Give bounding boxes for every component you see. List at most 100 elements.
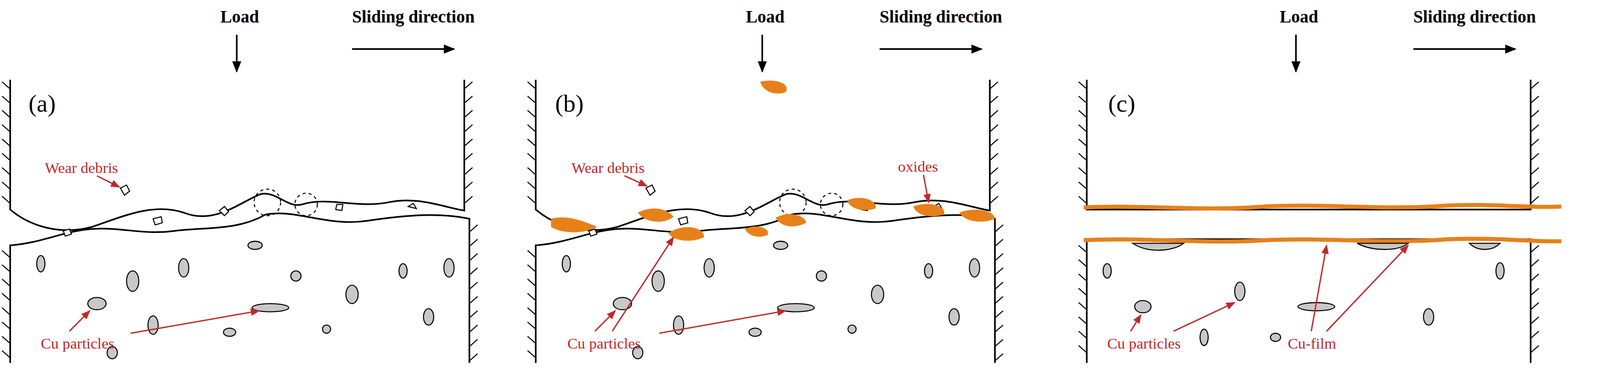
hatch-stroke: [2, 81, 11, 89]
hatch-stroke: [989, 181, 999, 189]
panel-b-bodies: [535, 79, 995, 363]
hatch-stroke: [989, 153, 999, 161]
callout-label: oxides: [897, 158, 938, 175]
hatch-stroke: [527, 96, 536, 104]
arrow-label: Sliding direction: [1413, 8, 1536, 28]
hatch-stroke: [994, 224, 1004, 232]
hatch-stroke: [989, 138, 999, 146]
callout-label: Cu particles: [567, 334, 641, 352]
hatch-stroke: [2, 138, 11, 146]
hatch-stroke: [469, 253, 478, 261]
hatch-stroke: [989, 124, 999, 132]
hatch-stroke: [2, 110, 11, 118]
hatch-stroke: [464, 196, 473, 204]
arrow-label: Sliding direction: [879, 8, 1003, 28]
hatch-stroke: [527, 307, 536, 315]
oxide-patches: [550, 80, 995, 241]
hatch-stroke: [2, 96, 11, 104]
hatch-stroke: [1530, 196, 1540, 204]
hatch-stroke: [2, 167, 11, 175]
hatch-stroke: [527, 321, 536, 329]
hatch-stroke: [527, 278, 536, 286]
hatch-stroke: [994, 253, 1004, 261]
hatch-stroke: [1078, 259, 1087, 267]
hatch-stroke: [1078, 345, 1087, 353]
hatch-stroke: [527, 335, 536, 343]
hatch-stroke: [1078, 167, 1087, 175]
hatch-stroke: [2, 250, 11, 258]
hatch-stroke: [527, 350, 536, 358]
hatch-stroke: [1078, 196, 1087, 204]
hatch-stroke: [2, 293, 11, 301]
hatch-stroke: [464, 167, 473, 175]
hatch-stroke: [527, 124, 536, 132]
hatch-stroke: [994, 338, 1004, 347]
hatch-stroke: [527, 138, 536, 146]
arrow-label: Load: [745, 8, 785, 28]
hatch-stroke: [1078, 181, 1087, 189]
hatch-stroke: [2, 264, 11, 272]
hatch-stroke: [464, 124, 473, 132]
arrow-label: Sliding direction: [352, 8, 475, 28]
hatch-stroke: [469, 324, 478, 332]
hatch-stroke: [1530, 316, 1540, 324]
hatch-stroke: [1078, 316, 1087, 324]
hatch-stroke: [527, 293, 536, 301]
hatch-stroke: [527, 167, 536, 175]
callout-label: Wear debris: [571, 159, 645, 176]
hatch-stroke: [1078, 153, 1087, 161]
hatch-stroke: [989, 81, 999, 89]
hatch-stroke: [469, 238, 478, 246]
hatch-stroke: [1530, 96, 1540, 104]
hatch-stroke: [527, 264, 536, 272]
hatch-stroke: [1078, 124, 1087, 132]
hatch-stroke: [2, 196, 11, 204]
hatch-stroke: [989, 110, 999, 118]
hatch-stroke: [1078, 273, 1087, 281]
hatch-stroke: [1530, 181, 1540, 189]
hatch-stroke: [464, 138, 473, 146]
callout-label: Wear debris: [44, 159, 119, 176]
hatch-stroke: [2, 335, 11, 343]
hatch-stroke: [469, 353, 478, 361]
hatch-stroke: [527, 153, 536, 161]
hatch-stroke: [464, 153, 473, 161]
hatch-stroke: [1530, 302, 1540, 310]
callout-label: Cu particles: [1107, 334, 1181, 352]
hatch-stroke: [1078, 302, 1087, 310]
hatch-stroke: [2, 153, 11, 161]
hatch-stroke: [464, 81, 473, 89]
hatch-stroke: [2, 181, 11, 189]
hatch-stroke: [994, 324, 1004, 332]
hatch-stroke: [464, 181, 473, 189]
hatch-stroke: [1078, 287, 1087, 295]
hatch-stroke: [989, 167, 999, 175]
leader-lines: [69, 174, 1408, 333]
hatch-stroke: [1530, 81, 1540, 89]
hatch-stroke: [1530, 124, 1540, 132]
hatch-stroke: [469, 310, 478, 318]
hatch-stroke: [527, 196, 536, 204]
hatch-stroke: [464, 96, 473, 104]
hatch-stroke: [2, 278, 11, 286]
hatch-stroke: [2, 124, 11, 132]
hatch-stroke: [2, 307, 11, 315]
hatch-stroke: [469, 267, 478, 275]
hatch-stroke: [527, 81, 536, 89]
hatch-stroke: [1530, 138, 1540, 146]
panel-label: (b): [554, 89, 584, 117]
load-and-sliding-arrows: [236, 34, 1516, 72]
hatch-stroke: [527, 250, 536, 258]
hatch-stroke: [994, 267, 1004, 275]
hatch-stroke: [994, 310, 1004, 318]
hatch-stroke: [469, 296, 478, 304]
hatch-stroke: [469, 224, 478, 232]
panel-label: (a): [28, 89, 56, 117]
hatch-stroke: [1078, 96, 1087, 104]
hatch-stroke: [1530, 153, 1540, 161]
hatch-stroke: [994, 281, 1004, 289]
hatch-stroke: [994, 238, 1004, 246]
hatch-stroke: [1530, 110, 1540, 118]
